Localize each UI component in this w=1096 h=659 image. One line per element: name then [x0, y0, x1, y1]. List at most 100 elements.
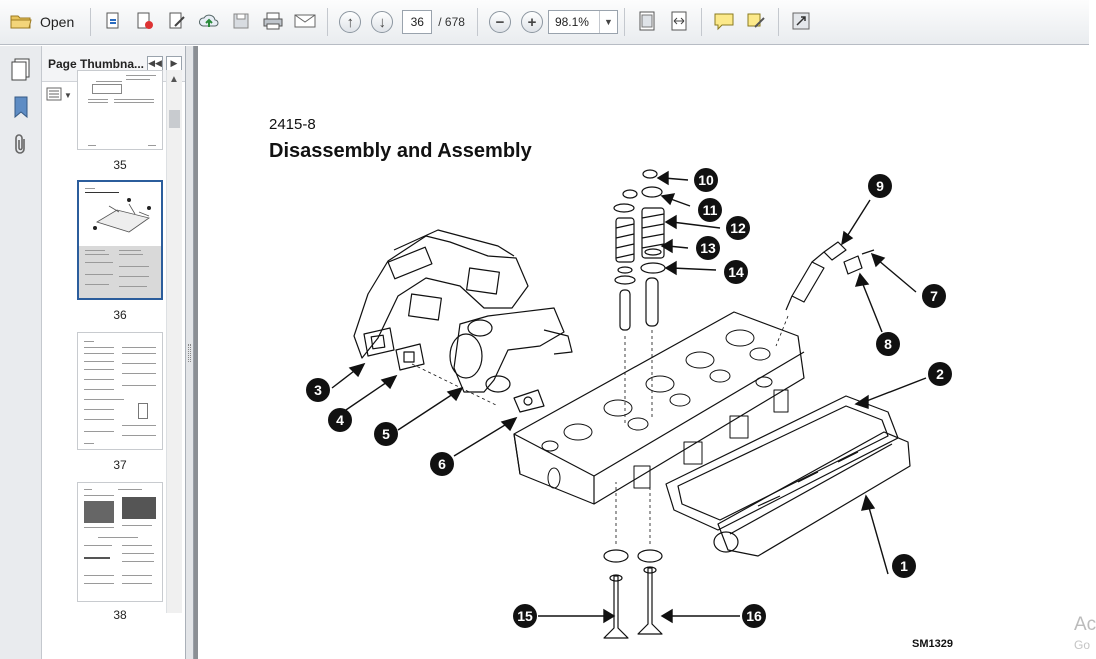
page-thumbnails-button[interactable]: [7, 56, 35, 84]
zoom-out-icon: −: [488, 11, 511, 33]
chevron-up-icon: ▲: [169, 74, 179, 85]
cylinder-head: [513, 311, 805, 505]
upload-button[interactable]: [195, 8, 223, 36]
panel-options: ▼: [42, 82, 185, 108]
callout-10: 10: [694, 168, 718, 192]
splitter-grip: [188, 344, 191, 362]
options-menu-button[interactable]: ▼: [46, 87, 72, 104]
collapse-panel-button[interactable]: ◀◀: [147, 55, 163, 72]
previous-page-button[interactable]: ↑: [336, 8, 364, 36]
comment-icon: [713, 11, 735, 34]
fullscreen-icon: [791, 11, 811, 34]
svg-text:2: 2: [936, 366, 944, 382]
export-icon: [135, 11, 155, 34]
upload-icon: [198, 11, 220, 34]
valve-15: [603, 575, 629, 639]
bookmark-icon: [11, 95, 31, 122]
callout-4: 4: [328, 408, 352, 432]
create-pdf-icon: [103, 11, 123, 34]
page-number-input[interactable]: 36: [402, 10, 433, 34]
svg-text:5: 5: [382, 426, 390, 442]
panel-splitter[interactable]: [186, 46, 194, 659]
callout-7: 7: [922, 284, 946, 308]
main-toolbar: Open ↑ ↓ 36 / 678 − + 98.1% ▼: [0, 0, 1089, 45]
svg-text:10: 10: [698, 172, 714, 188]
document-number: 2415-8: [269, 116, 316, 133]
page-title: Disassembly and Assembly: [269, 140, 532, 162]
callout-1: 1: [892, 554, 916, 578]
save-button[interactable]: [227, 8, 255, 36]
callout-9: 9: [868, 174, 892, 198]
fit-width-button[interactable]: [665, 8, 693, 36]
callout-6: 6: [430, 452, 454, 476]
callout-14: 14: [724, 260, 748, 284]
clamp-bolt: [861, 249, 875, 255]
callout-11: 11: [698, 198, 722, 222]
comment-button[interactable]: [710, 8, 738, 36]
callout-8: 8: [876, 332, 900, 356]
thumbnail-label: 37: [113, 458, 127, 472]
page-down-icon: ↓: [371, 11, 394, 33]
email-button[interactable]: [291, 8, 319, 36]
activation-watermark-line1: Ac: [1074, 614, 1096, 635]
export-button[interactable]: [131, 8, 159, 36]
thumbnail-label: 35: [113, 158, 127, 172]
exhaust-manifold: [353, 235, 529, 359]
callout-13: 13: [696, 236, 720, 260]
callout-12: 12: [726, 216, 750, 240]
double-chevron-left-icon: ◀◀: [148, 58, 162, 68]
fullscreen-button[interactable]: [787, 8, 815, 36]
toolbar-separator: [777, 8, 779, 36]
callouts: 1 2 3 4 5 6 7 8 9 10 11 12 13 14 15 16: [306, 168, 952, 628]
svg-text:12: 12: [730, 220, 746, 236]
svg-text:14: 14: [728, 264, 744, 280]
thumbnail-label: 36: [113, 308, 127, 322]
edit-button[interactable]: [163, 8, 191, 36]
save-icon: [232, 12, 250, 33]
exploded-view-diagram: 1 2 3 4 5 6 7 8 9 10 11 12 13 14 15 16: [306, 168, 952, 639]
highlight-icon: [745, 11, 767, 34]
svg-text:16: 16: [746, 608, 762, 624]
zoom-in-button[interactable]: +: [518, 8, 546, 36]
svg-text:3: 3: [314, 382, 322, 398]
thumbnail-page[interactable]: [77, 332, 163, 450]
open-label: Open: [40, 14, 75, 30]
rocker-cover: [717, 431, 911, 557]
valve-16: [637, 567, 663, 635]
bookmarks-button[interactable]: [7, 94, 35, 122]
next-page-button[interactable]: ↓: [368, 8, 396, 36]
valve-stack-right: [640, 169, 666, 327]
create-pdf-button[interactable]: [99, 8, 127, 36]
thumbnail-page-selected[interactable]: [77, 180, 163, 300]
svg-text:1: 1: [900, 558, 908, 574]
highlight-button[interactable]: [742, 8, 770, 36]
thumbnail-page[interactable]: [77, 482, 163, 602]
thumbnail-page[interactable]: [77, 70, 163, 150]
chevron-down-icon: ▼: [64, 90, 72, 100]
toolbar-separator: [90, 8, 92, 36]
fit-page-button[interactable]: [633, 8, 661, 36]
attachments-button[interactable]: [7, 132, 35, 160]
zoom-select[interactable]: 98.1% ▼: [547, 10, 618, 34]
valve-stack-left: [613, 189, 638, 331]
thumbnail-label: 38: [113, 608, 127, 622]
callout-16: 16: [742, 604, 766, 628]
injector-clamp: [843, 255, 863, 275]
svg-text:9: 9: [876, 178, 884, 194]
thumbnail-list: 35 36: [42, 70, 166, 622]
gasket-6: [513, 389, 545, 413]
print-button[interactable]: [259, 8, 287, 36]
paperclip-icon: [11, 133, 31, 160]
gasket-4: [395, 343, 425, 371]
callout-3: 3: [306, 378, 330, 402]
thumbnail-scrollbar[interactable]: ▲: [166, 70, 182, 613]
document-page: 2415-8 Disassembly and Assembly: [198, 46, 1096, 659]
open-folder-icon: [10, 12, 32, 33]
pages-icon: [10, 57, 32, 84]
page-total-label: / 678: [438, 15, 465, 29]
zoom-out-button[interactable]: −: [486, 8, 514, 36]
svg-text:11: 11: [703, 202, 718, 218]
zoom-value: 98.1%: [554, 15, 589, 29]
open-button[interactable]: Open: [2, 8, 82, 36]
scrollbar-thumb[interactable]: [169, 110, 180, 128]
